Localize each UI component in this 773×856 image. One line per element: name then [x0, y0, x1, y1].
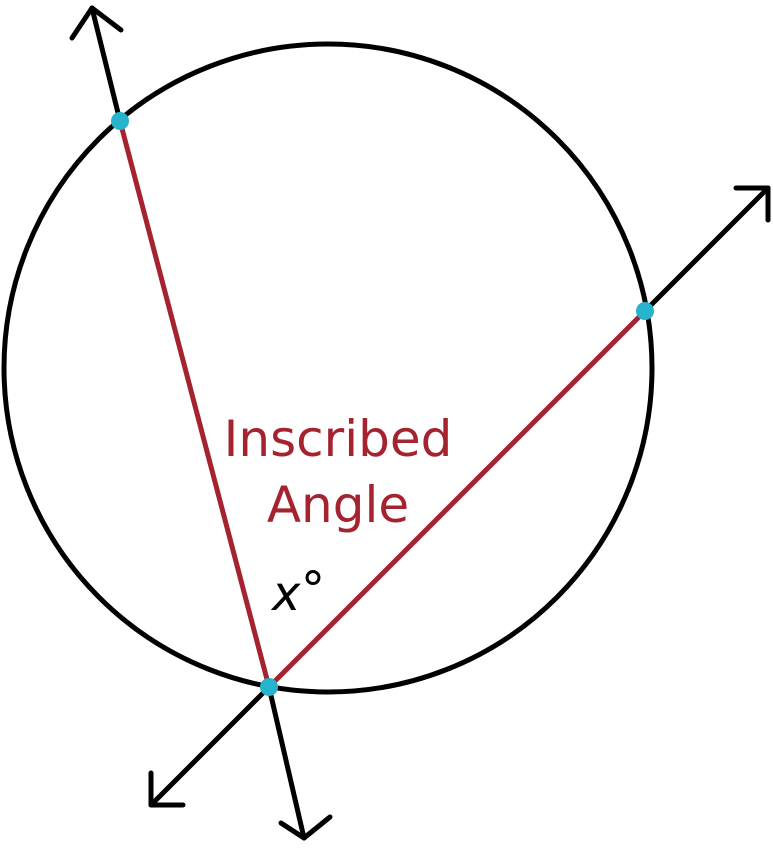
chord-right [266, 308, 648, 690]
angle-degree-symbol: ° [301, 562, 325, 618]
line-1-ext-top [89, 5, 123, 124]
arrowhead-bottom [278, 814, 333, 841]
circle [1, 41, 655, 695]
line-2-ext-right [642, 185, 771, 314]
point-right [636, 302, 654, 320]
arrowhead-top [69, 5, 124, 41]
label-line-1: Inscribed [224, 410, 453, 468]
point-top-left [111, 112, 129, 130]
label-line-2: Angle [267, 476, 409, 534]
angle-variable: x [270, 566, 301, 622]
line-2-ext-left [148, 684, 272, 808]
arrowhead-right [733, 185, 771, 223]
point-vertex [260, 678, 278, 696]
arrowhead-left [148, 770, 186, 808]
chord-left [117, 118, 272, 690]
line-1-ext-bottom [266, 684, 307, 841]
